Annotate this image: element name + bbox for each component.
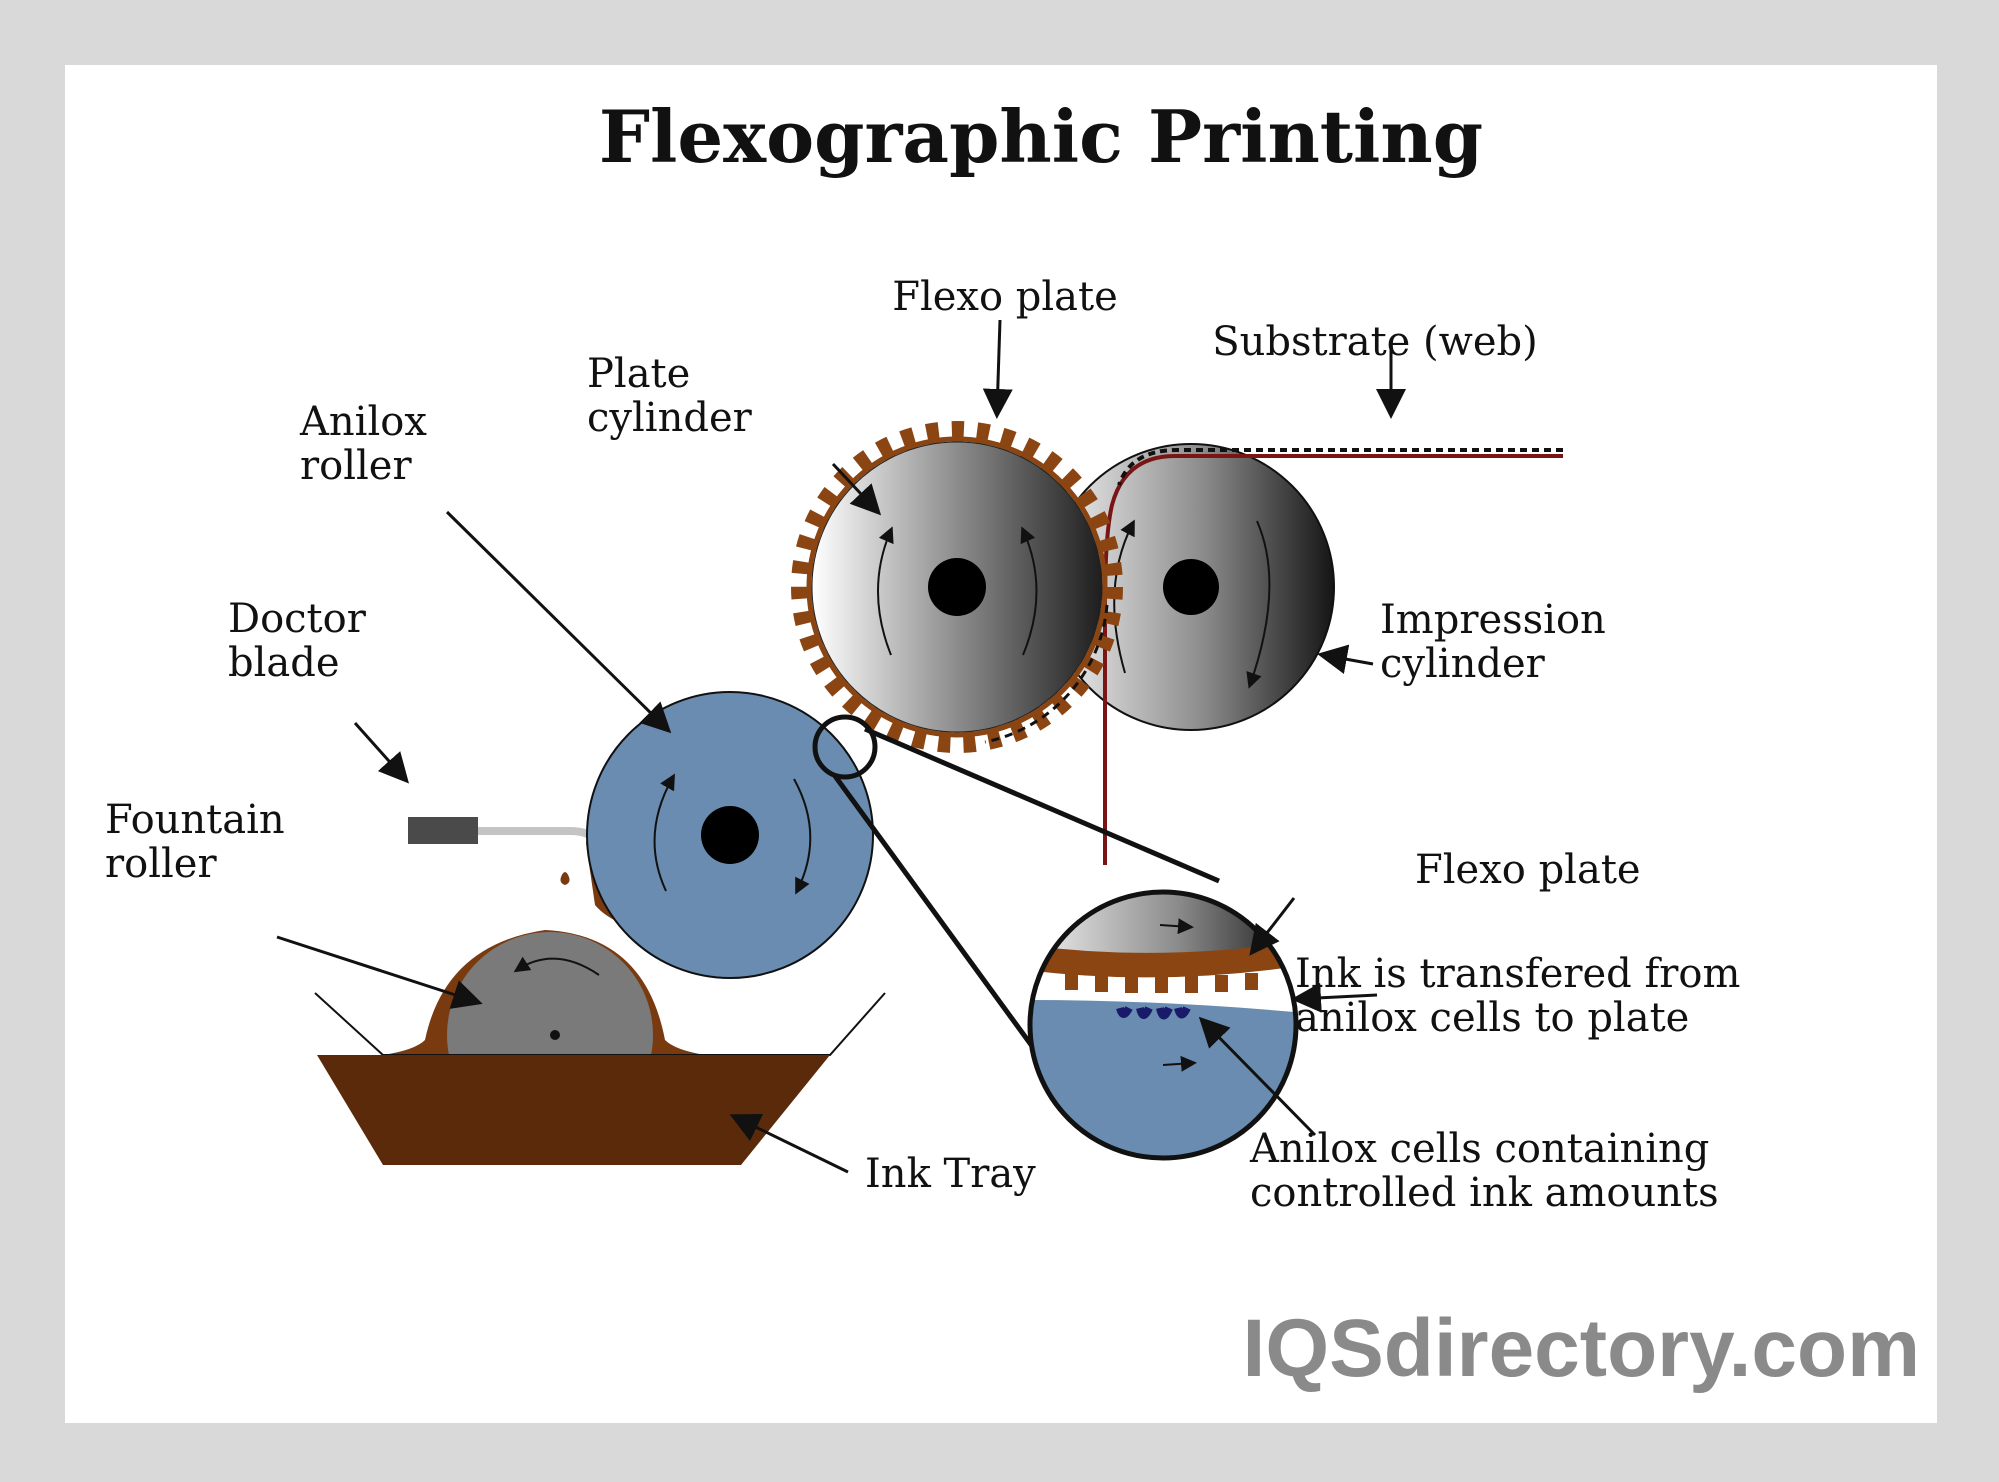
impression-cylinder-hub [1163, 559, 1219, 615]
label-anilox-cells: Anilox cells containing controlled ink a… [1249, 1126, 1722, 1216]
zoom-connector [812, 714, 1220, 1081]
label-line: blade [228, 640, 340, 686]
label-flexo-plate-top: Flexo plate [892, 274, 1118, 320]
label-ink-transfer: Ink is transfered from anilox cells to p… [1295, 951, 1753, 1041]
label-line: Plate [587, 351, 690, 397]
label-line: Anilox [299, 399, 427, 445]
label-line: roller [105, 841, 217, 887]
label-plate-cylinder: Plate cylinder [587, 351, 753, 441]
diagram-canvas: Flexographic Printing [65, 65, 1937, 1423]
anilox-roller [586, 691, 874, 979]
label-line: controlled ink amounts [1250, 1170, 1719, 1216]
label-impression-cylinder: Impression cylinder [1380, 597, 1619, 687]
flexographic-printing-diagram: Flexographic Printing [105, 94, 1920, 1394]
label-line: anilox cells to plate [1295, 995, 1689, 1041]
label-line: roller [300, 443, 412, 489]
label-line: cylinder [587, 395, 753, 441]
rotation-arrow-icon [1020, 526, 1038, 656]
plate-cylinder [791, 421, 1123, 753]
anilox-roller-hub [701, 806, 759, 864]
rotation-arrow-icon [653, 773, 675, 892]
label-anilox-roller: Anilox roller [299, 399, 440, 489]
label-line: Ink is transfered from [1295, 951, 1740, 997]
rotation-arrow-icon [1159, 918, 1194, 935]
label-substrate-web: Substrate (web) [1212, 319, 1538, 365]
callout-arrows [276, 319, 1406, 1174]
label-line: Doctor [228, 596, 367, 642]
label-doctor-blade: Doctor blade [228, 596, 379, 686]
watermark-logo: IQSdirectory.com [1243, 1303, 1920, 1394]
label-line: Fountain [105, 797, 285, 843]
rotation-arrow-icon [793, 778, 812, 895]
ink-tray [314, 930, 886, 1165]
rotation-arrow-icon [1162, 1055, 1197, 1072]
rotation-arrow-icon [1246, 520, 1271, 689]
rotation-arrow-icon [877, 526, 894, 656]
label-line: cylinder [1380, 641, 1546, 687]
label-ink-tray: Ink Tray [865, 1151, 1036, 1197]
diagram-title: Flexographic Printing [599, 94, 1483, 179]
label-line: Anilox cells containing [1249, 1126, 1709, 1172]
label-flexo-plate-detail: Flexo plate [1415, 847, 1641, 893]
label-fountain-roller: Fountain roller [105, 797, 297, 887]
doctor-blade [408, 817, 599, 885]
plate-cylinder-hub [928, 558, 986, 616]
label-line: Impression [1380, 597, 1606, 643]
